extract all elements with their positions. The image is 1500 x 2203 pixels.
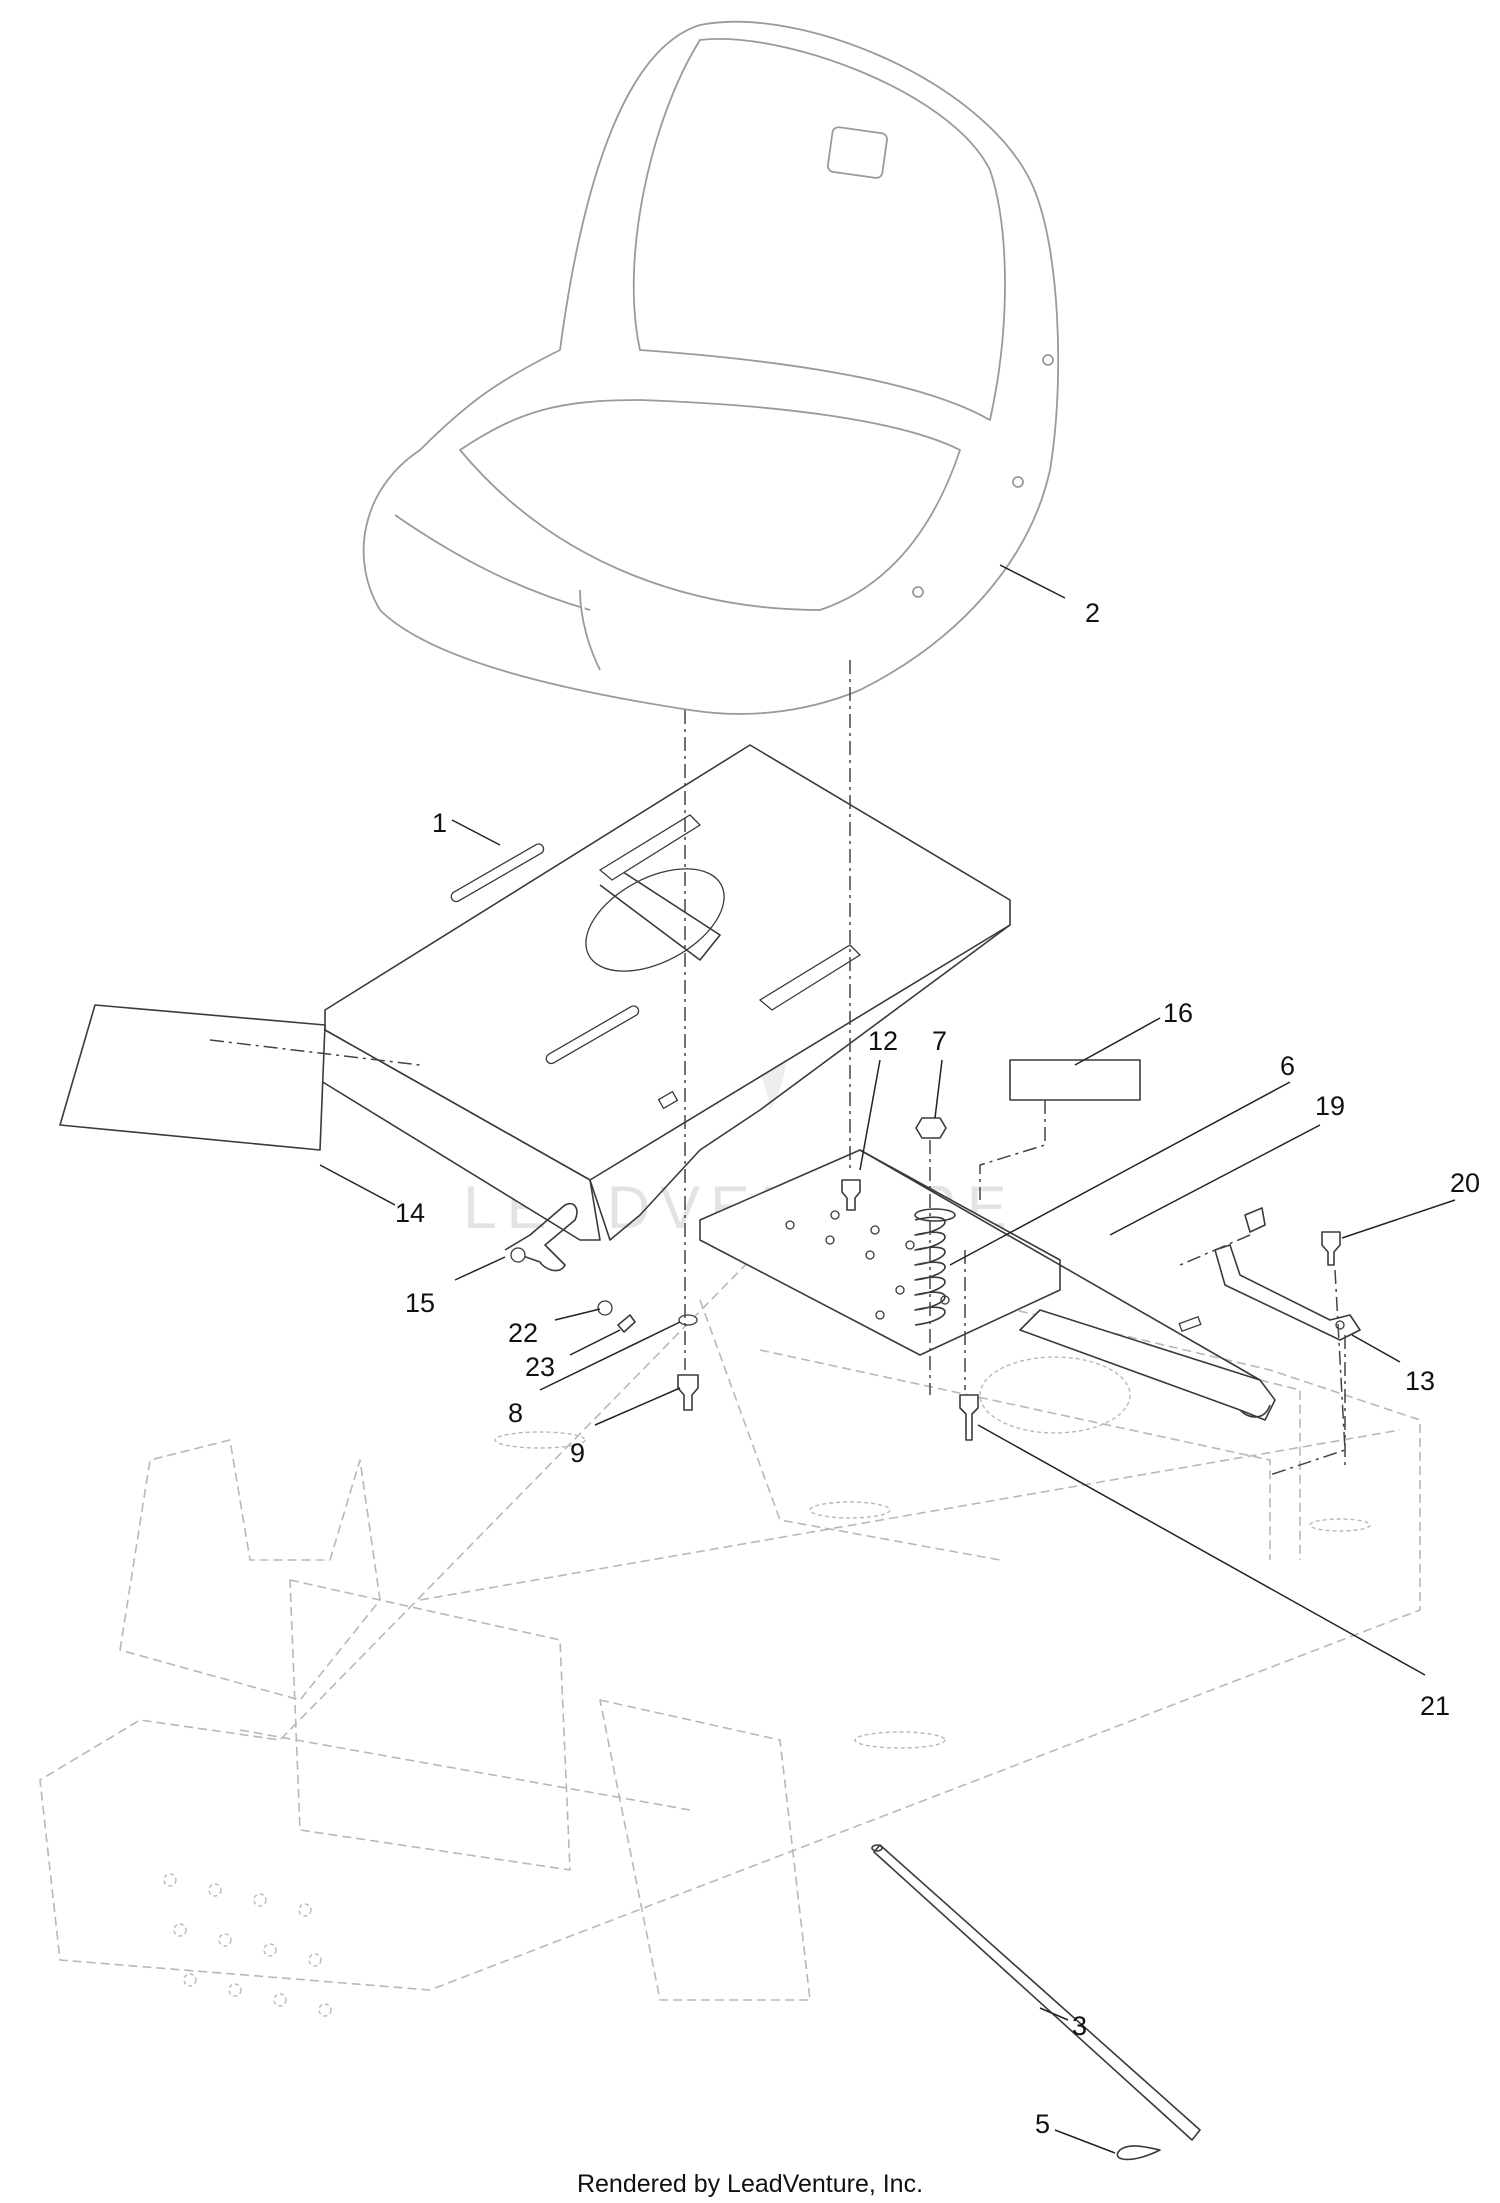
callout-19: 19 bbox=[1315, 1091, 1345, 1121]
callout-22: 22 bbox=[508, 1318, 538, 1348]
bolt bbox=[841, 1179, 861, 1211]
spring bbox=[914, 1208, 956, 1326]
seat-plate bbox=[294, 744, 1011, 1241]
callout-12: 12 bbox=[868, 1026, 898, 1056]
callout-6: 6 bbox=[1280, 1051, 1295, 1081]
footer-credit: Rendered by LeadVenture, Inc. bbox=[577, 2170, 923, 2198]
callout-16: 16 bbox=[1163, 998, 1193, 1028]
callout-23: 23 bbox=[525, 1352, 555, 1382]
callout-5: 5 bbox=[1035, 2109, 1050, 2139]
decal bbox=[59, 1004, 326, 1151]
callout-8: 8 bbox=[508, 1398, 523, 1428]
callout-7: 7 bbox=[932, 1026, 947, 1056]
seat-rail bbox=[859, 1149, 1276, 1421]
nut bbox=[915, 1117, 947, 1139]
callout-14: 14 bbox=[395, 1198, 425, 1228]
bolt bbox=[1321, 1231, 1341, 1266]
callouts: 2 1 16 12 7 6 19 20 14 15 22 23 8 9 13 2… bbox=[395, 598, 1480, 2139]
mounting-bracket bbox=[699, 1149, 1061, 1356]
callout-2: 2 bbox=[1085, 598, 1100, 628]
seat bbox=[362, 20, 1060, 715]
switch-bracket bbox=[1214, 1244, 1361, 1341]
callout-20: 20 bbox=[1450, 1168, 1480, 1198]
leader-lines bbox=[319, 564, 1456, 2154]
callout-1: 1 bbox=[432, 808, 447, 838]
bolt bbox=[1244, 1207, 1266, 1233]
hardware bbox=[504, 1117, 1341, 2161]
callout-13: 13 bbox=[1405, 1366, 1435, 1396]
seat-switch bbox=[504, 1202, 578, 1272]
bolt bbox=[677, 1374, 699, 1411]
callout-21: 21 bbox=[1420, 1691, 1450, 1721]
rod bbox=[871, 1844, 1201, 2141]
bolt bbox=[959, 1394, 979, 1441]
callout-3: 3 bbox=[1072, 2011, 1087, 2041]
callout-15: 15 bbox=[405, 1288, 435, 1318]
alignment-lines bbox=[209, 660, 1346, 1476]
decal-small bbox=[1009, 1059, 1141, 1101]
callout-9: 9 bbox=[570, 1438, 585, 1468]
hairpin-clip bbox=[1116, 2145, 1161, 2161]
